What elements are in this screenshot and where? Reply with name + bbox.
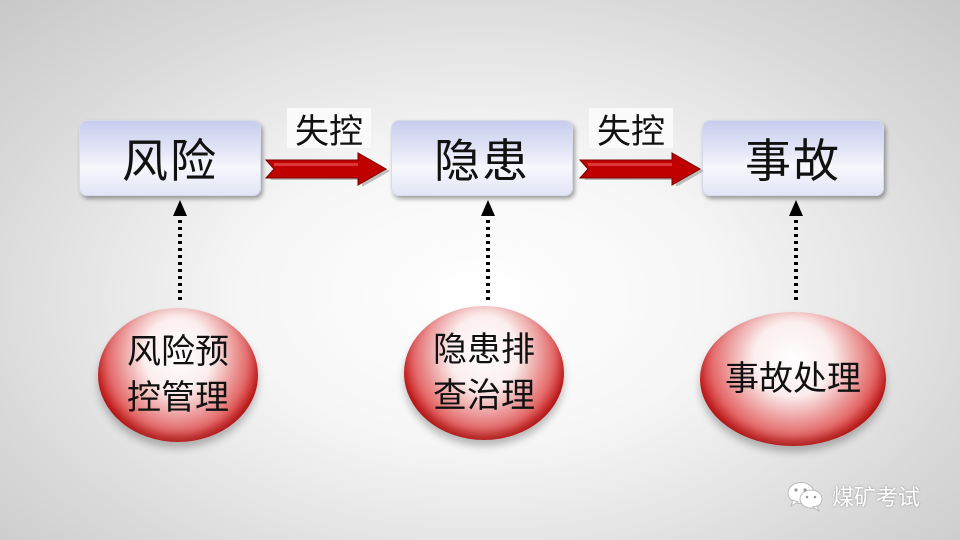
dotted-arrow-3: [789, 200, 803, 304]
control-oval-accident: 事故处理: [700, 312, 886, 446]
stage-label-hazard: 隐患: [434, 134, 530, 188]
dotted-arrow-2: [481, 200, 495, 304]
stage-box-risk: 风险: [79, 120, 261, 196]
control-oval-risk: 风险预控管理: [98, 308, 258, 442]
control-label-accident: 事故处理: [725, 359, 861, 399]
red-arrow-1: [264, 152, 390, 186]
watermark: 煤矿考试: [786, 478, 920, 514]
watermark-text: 煤矿考试: [832, 486, 921, 511]
stage-box-accident: 事故: [702, 120, 884, 196]
control-label-hazard: 隐患排查治理: [433, 330, 535, 416]
stage-box-hazard: 隐患: [391, 120, 573, 196]
transition-label-2: 失控: [589, 108, 673, 152]
stage-label-accident: 事故: [745, 134, 841, 188]
red-arrow-2: [578, 152, 704, 186]
stage-label-risk: 风险: [122, 134, 218, 188]
control-oval-hazard: 隐患排查治理: [404, 306, 564, 440]
control-label-risk: 风险预控管理: [127, 332, 229, 418]
wechat-icon: [787, 482, 823, 512]
transition-label-1: 失控: [287, 108, 371, 152]
dotted-arrow-1: [173, 200, 187, 304]
